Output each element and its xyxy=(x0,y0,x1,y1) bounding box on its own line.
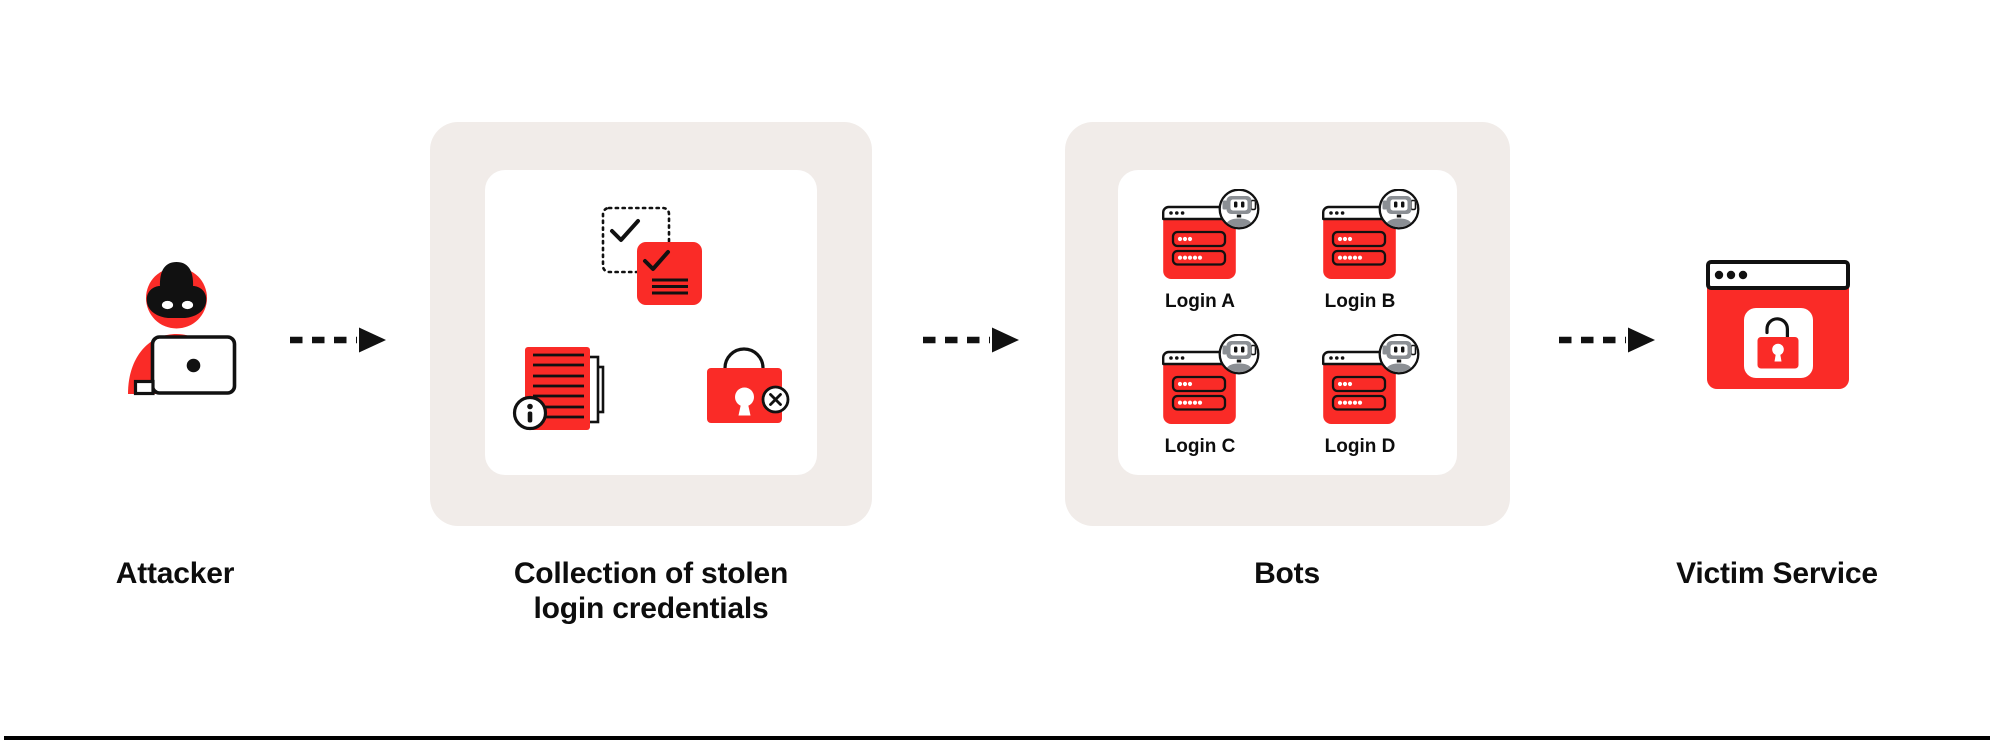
padlock-x-icon xyxy=(707,347,790,423)
collection-card xyxy=(485,170,817,475)
bot-login-window-icon xyxy=(1322,333,1420,424)
bot-caption: Login D xyxy=(1324,436,1396,457)
bot-caption: Login C xyxy=(1164,436,1236,457)
collection-label-line2: login credentials xyxy=(533,592,769,625)
collection-panel xyxy=(430,122,872,526)
dashed-arrow-icon xyxy=(1559,327,1655,353)
bottom-divider xyxy=(4,736,1990,740)
bot-item: Login B xyxy=(1322,188,1422,313)
bots-panel: Login A xyxy=(1065,122,1510,526)
bot-login-window-icon xyxy=(1162,188,1260,279)
stolen-credentials-illustration xyxy=(512,206,790,431)
sticky-note-check-icon xyxy=(637,242,702,305)
collection-label: Collection of stolen login credentials xyxy=(451,556,851,626)
unlocked-padlock-icon xyxy=(1757,317,1799,369)
robot-icon xyxy=(1218,188,1260,230)
attacker-icon xyxy=(128,262,237,396)
victim-label: Victim Service xyxy=(1676,557,1878,590)
dashed-arrow-icon xyxy=(923,327,1019,353)
bot-caption: Login A xyxy=(1165,291,1235,312)
bot-item: Login A xyxy=(1162,188,1262,313)
document-info-icon xyxy=(512,347,605,431)
robot-icon xyxy=(1378,333,1420,375)
bot-caption: Login B xyxy=(1324,291,1396,312)
bot-login-window-icon xyxy=(1322,188,1420,279)
bots-card: Login A xyxy=(1118,170,1457,475)
bot-login-window-icon xyxy=(1162,333,1260,424)
robot-icon xyxy=(1378,188,1420,230)
dashed-arrow-icon xyxy=(290,327,386,353)
x-badge-icon xyxy=(761,385,790,414)
info-icon xyxy=(512,395,548,431)
bots-label: Bots xyxy=(1254,557,1320,590)
collection-label-line1: Collection of stolen xyxy=(513,557,789,590)
bot-item: Login D xyxy=(1322,333,1422,458)
victim-service-icon xyxy=(1706,260,1850,389)
bot-item: Login C xyxy=(1162,333,1262,458)
attacker-label: Attacker xyxy=(115,557,235,590)
robot-icon xyxy=(1218,333,1260,375)
